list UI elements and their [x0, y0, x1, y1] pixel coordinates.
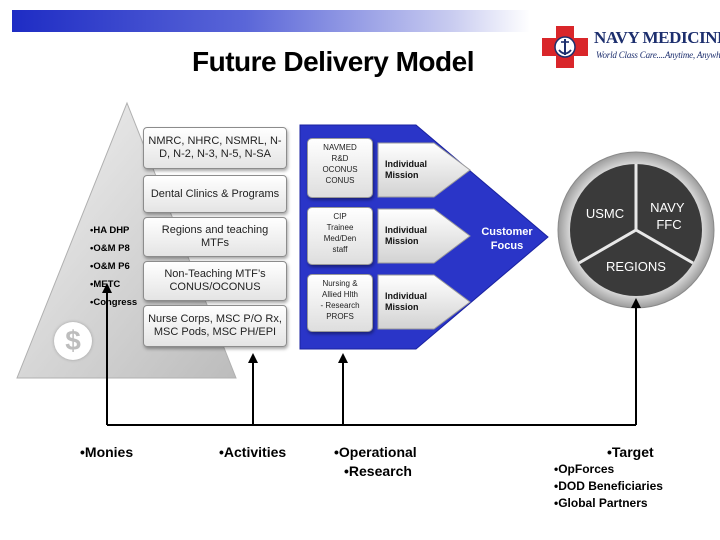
mission-line: - Research	[320, 301, 360, 310]
activity-box-research: NMRC, NHRC, NSMRL, N-D, N-2, N-3, N-5, N…	[143, 127, 287, 169]
funding-sources-list: HA DHP O&M P8 O&M P6 METC Congress	[90, 222, 137, 312]
mission-line: staff	[332, 245, 348, 254]
mission-box-2: CIP Trainee Med/Den staff	[307, 207, 373, 265]
activities-label: Activities	[219, 443, 286, 461]
mission-label-2: Individual Mission	[385, 225, 428, 246]
target-label: Target	[607, 443, 654, 461]
monies-label: Monies	[80, 443, 136, 461]
segment-usmc: USMC	[586, 206, 624, 221]
dollar-icon: $	[54, 322, 92, 360]
mission-line: Med/Den	[323, 234, 357, 243]
operational-label: Operational	[334, 443, 417, 461]
mission-line: NAVMED	[323, 143, 357, 152]
mission-label-3: Individual Mission	[385, 291, 428, 312]
customer-focus-label: Customer Focus	[481, 226, 533, 252]
mission-arrow-3	[377, 274, 471, 330]
red-cross-anchor-icon	[542, 26, 588, 68]
funding-item: HA DHP	[90, 222, 137, 240]
activity-box-corps: Nurse Corps, MSC P/O Rx, MSC Pods, MSC P…	[143, 305, 287, 347]
mission-line: OCONUS	[322, 165, 358, 174]
segment-regions: REGIONS	[606, 259, 666, 274]
mission-arrow-1	[377, 142, 471, 198]
page-title: Future Delivery Model	[191, 46, 475, 77]
activity-box-regions: Regions and teaching MTFs	[143, 217, 287, 257]
logo-tagline: World Class Care....Anytime, Anywhere	[596, 50, 720, 60]
mission-line: R&D	[331, 154, 349, 163]
funding-item: Congress	[90, 294, 137, 312]
mission-line: Nursing &	[322, 279, 358, 288]
mission-label-1: Individual Mission	[385, 159, 428, 180]
mission-line: PROFS	[326, 312, 354, 321]
navy-medicine-logo: NAVY MEDICINE World Class Care....Anytim…	[540, 18, 720, 78]
mission-line: CONUS	[325, 176, 355, 185]
activity-box-dental: Dental Clinics & Programs	[143, 175, 287, 213]
funding-item: O&M P8	[90, 240, 137, 258]
research-label: Research	[344, 462, 412, 480]
target-item: OpForces	[554, 461, 663, 478]
activity-box-non-teaching: Non-Teaching MTF’s CONUS/OCONUS	[143, 261, 287, 301]
mission-line: Allied Hlth	[321, 290, 358, 299]
mission-box-3: Nursing & Allied Hlth - Research PROFS	[307, 274, 373, 332]
target-list: OpForces DOD Beneficiaries Global Partne…	[554, 461, 663, 512]
funding-item: METC	[90, 276, 137, 294]
segment-navy-ffc-text: NAVY	[650, 200, 685, 215]
connector-lines	[106, 290, 637, 426]
funding-item: O&M P6	[90, 258, 137, 276]
mission-line: Trainee	[326, 223, 354, 232]
segment-navy-ffc: NAVY FFC	[650, 200, 688, 232]
segment-navy-ffc-text-line2: FFC	[656, 217, 681, 232]
logo-name: NAVY MEDICINE	[594, 28, 720, 47]
mission-line: CIP	[333, 212, 347, 221]
top-banner-bar	[12, 10, 530, 32]
target-item: DOD Beneficiaries	[554, 478, 663, 495]
target-item: Global Partners	[554, 495, 663, 512]
mission-arrow-2	[377, 208, 471, 264]
mission-box-1: NAVMED R&D OCONUS CONUS	[307, 138, 373, 198]
